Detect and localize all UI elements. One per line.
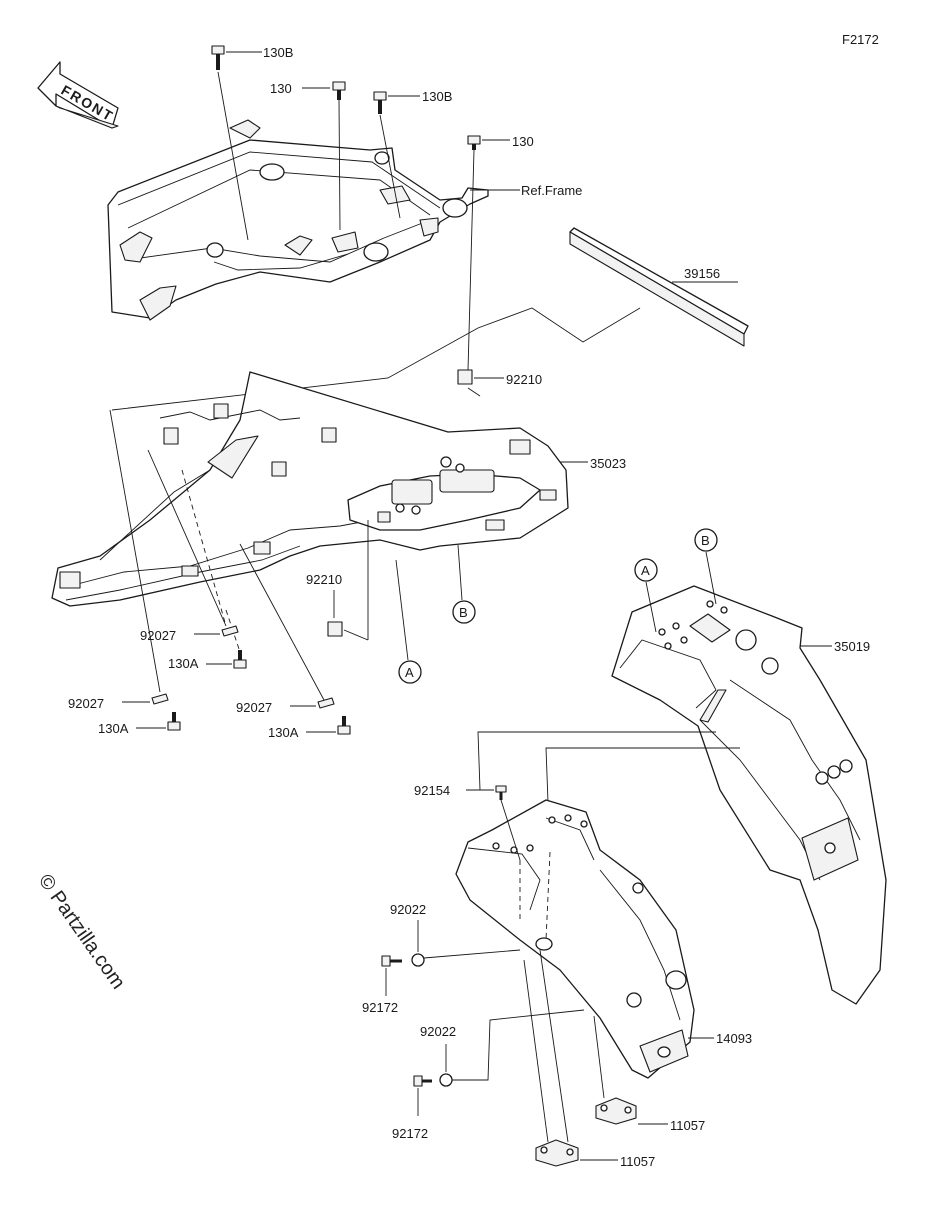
washer-92022-2 — [439, 1073, 453, 1087]
label-130-1: 130 — [270, 81, 292, 96]
label-39156: 39156 — [684, 266, 720, 281]
svg-text:A: A — [641, 563, 650, 578]
label-92154: 92154 — [414, 783, 450, 798]
label-35023: 35023 — [590, 456, 626, 471]
label-92172-1: 92172 — [362, 1000, 398, 1015]
label-92027-2: 92027 — [68, 696, 104, 711]
clip-92210-upper — [457, 369, 473, 385]
label-92022-2: 92022 — [420, 1024, 456, 1039]
washer-92022-1 — [411, 953, 425, 967]
screw-92172-1 — [381, 955, 402, 967]
front-arrow: FRONT — [37, 61, 119, 129]
bolt-130a-3 — [337, 716, 351, 735]
label-92210-2: 92210 — [306, 572, 342, 587]
screw-92154 — [495, 785, 507, 800]
label-130a-3: 130A — [268, 725, 299, 740]
bolt-130a-1 — [233, 650, 247, 669]
screw-92172-2 — [413, 1075, 432, 1087]
washer-92027-1 — [221, 625, 239, 637]
rear-frame — [107, 119, 489, 321]
callout-b-1: B — [452, 600, 476, 624]
label-130b-2: 130B — [422, 89, 452, 104]
label-92027-1: 92027 — [140, 628, 176, 643]
svg-text:B: B — [701, 533, 710, 548]
part-35019-rear-fender — [611, 585, 887, 1005]
callout-a-1: A — [398, 660, 422, 684]
bolt-130-upper-mid — [332, 81, 346, 100]
label-130b-1: 130B — [263, 45, 293, 60]
washer-92027-3 — [317, 697, 335, 709]
callout-b-2: B — [694, 528, 718, 552]
label-11057-1: 11057 — [670, 1118, 705, 1133]
label-92027-3: 92027 — [236, 700, 272, 715]
label-130a-2: 130A — [98, 721, 129, 736]
washer-92027-2 — [151, 693, 169, 705]
label-92022-1: 92022 — [390, 902, 426, 917]
clip-11057-1 — [595, 1097, 637, 1125]
bolt-130b-upper-right — [373, 91, 387, 114]
clip-11057-2 — [535, 1139, 579, 1167]
bolt-130b-upper-left — [211, 45, 225, 70]
label-130-2: 130 — [512, 134, 534, 149]
label-14093: 14093 — [716, 1031, 752, 1046]
watermark: © Partzilla.com — [34, 870, 129, 993]
label-35019: 35019 — [834, 639, 870, 654]
callout-a-2: A — [634, 558, 658, 582]
bolt-130-right — [467, 135, 481, 150]
label-11057-2: 11057 — [620, 1154, 655, 1169]
svg-text:B: B — [459, 605, 468, 620]
label-92210-1: 92210 — [506, 372, 542, 387]
part-14093-bracket — [455, 799, 695, 1079]
label-92172-2: 92172 — [392, 1126, 428, 1141]
bolt-130a-2 — [167, 712, 181, 731]
part-39156-strip — [569, 227, 749, 347]
part-35023-inner-fender — [51, 371, 569, 607]
label-ref-frame: Ref.Frame — [521, 183, 582, 198]
label-130a-1: 130A — [168, 656, 199, 671]
svg-text:A: A — [405, 665, 414, 680]
clip-92210-lower — [327, 621, 343, 637]
diagram-number: F2172 — [842, 32, 879, 47]
